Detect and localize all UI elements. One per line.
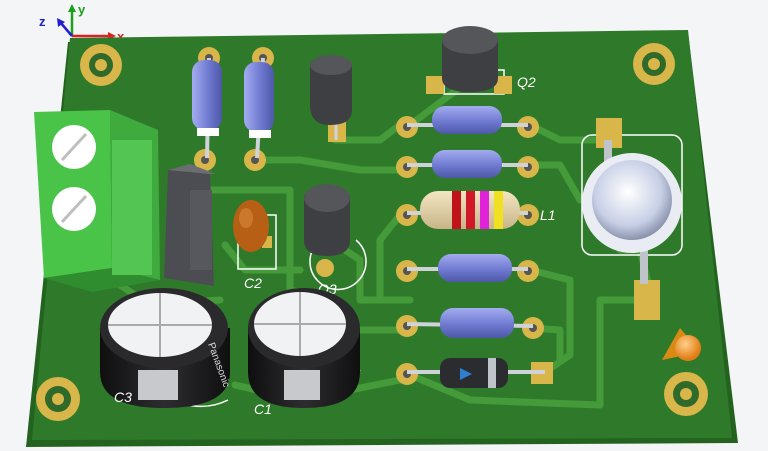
capacitor-c2[interactable]: C2 bbox=[233, 200, 272, 291]
axis-x-label: x bbox=[117, 29, 125, 44]
resistor-r3[interactable] bbox=[396, 106, 539, 138]
capacitor-c3[interactable]: Panasonic C3 bbox=[100, 288, 231, 408]
label-c3: C3 bbox=[114, 389, 132, 405]
mounting-hole-icon bbox=[664, 372, 708, 416]
axis-y-label: y bbox=[78, 2, 86, 17]
transistor-q2[interactable]: Q2 bbox=[426, 26, 536, 94]
mounting-hole-icon bbox=[36, 377, 80, 421]
mounting-hole-icon bbox=[633, 43, 675, 85]
axis-z-label: z bbox=[39, 14, 46, 29]
resistor-r5[interactable] bbox=[396, 254, 539, 282]
resistor-r1[interactable] bbox=[192, 47, 222, 171]
ic-block[interactable] bbox=[164, 164, 216, 286]
diode-d1[interactable] bbox=[396, 358, 553, 388]
axis-triad-icon: z y x bbox=[39, 2, 125, 44]
led-lamp[interactable] bbox=[582, 118, 682, 320]
capacitor-c1[interactable]: C1 bbox=[248, 288, 360, 417]
transistor-q3[interactable]: Q3 bbox=[304, 184, 350, 297]
inductor-l1[interactable]: L1 bbox=[396, 191, 556, 229]
terminal-block[interactable] bbox=[34, 110, 160, 292]
resistor-r2[interactable] bbox=[244, 47, 274, 171]
resistor-r6[interactable] bbox=[396, 308, 544, 339]
resistor-r4[interactable] bbox=[396, 150, 539, 178]
label-l1: L1 bbox=[540, 207, 556, 223]
label-c2: C2 bbox=[244, 275, 262, 291]
mounting-hole-icon bbox=[80, 44, 122, 86]
orange-indicator[interactable] bbox=[662, 328, 701, 361]
label-c1: C1 bbox=[254, 401, 272, 417]
transistor-q1[interactable] bbox=[310, 55, 352, 142]
label-q2: Q2 bbox=[517, 74, 536, 90]
